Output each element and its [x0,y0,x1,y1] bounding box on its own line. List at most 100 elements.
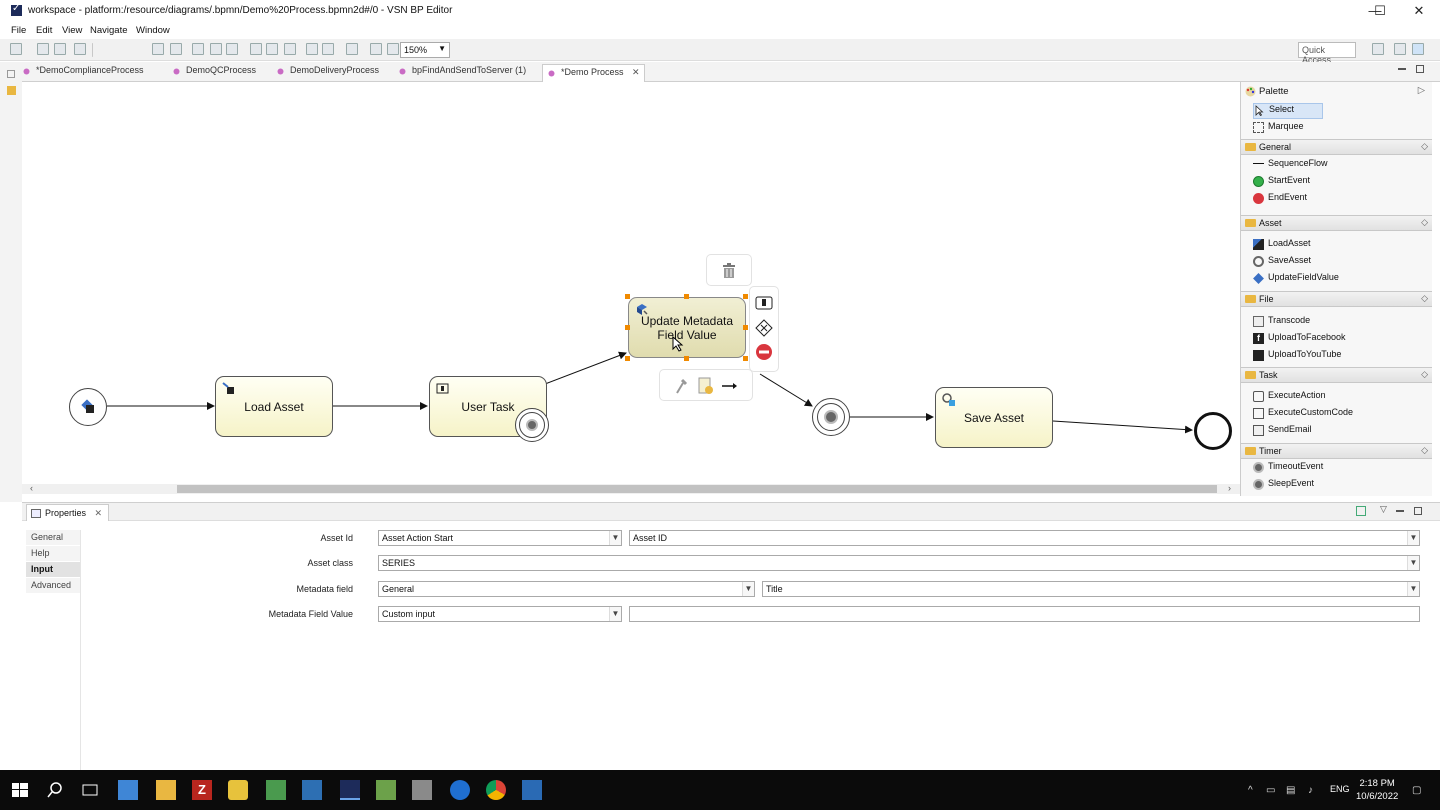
palette-drawer-asset[interactable]: Asset ◇ [1241,215,1432,231]
menu-file[interactable]: File [11,25,27,36]
zoom-out-icon[interactable] [370,43,382,55]
copy-icon[interactable] [152,43,164,55]
menu-navigate[interactable]: Navigate [90,25,128,36]
end-event-icon[interactable] [755,343,773,361]
asset-class-select[interactable]: SERIES ▼ [378,555,1420,571]
align-center-icon[interactable] [210,43,222,55]
tab-properties[interactable]: Properties ✕ [26,504,110,521]
zoom-in-icon[interactable] [387,43,399,55]
collapse-icon[interactable] [346,43,358,55]
palette-item-loadasset[interactable]: LoadAsset [1253,238,1311,254]
scroll-left-icon[interactable]: ‹ [30,483,33,493]
end-event[interactable] [1194,412,1232,450]
intermediate-timer-event[interactable] [812,398,850,436]
perspective-icon[interactable] [1394,43,1406,55]
volume-icon[interactable]: ♪ [1308,785,1313,796]
task-save-asset[interactable]: Save Asset [935,387,1053,448]
palette-item-executeaction[interactable]: ExecuteAction [1253,390,1326,406]
app-icon[interactable] [266,780,286,800]
palette-collapse-icon[interactable]: ▷ [1417,85,1425,96]
metadata-field-value-select[interactable]: Custom input ▼ [378,606,622,622]
resize-handle-sw[interactable] [625,356,630,361]
gateway-icon[interactable] [755,319,773,337]
notepad-icon[interactable] [376,780,396,800]
file-manager-icon[interactable] [118,780,138,800]
close-icon[interactable]: ✕ [94,508,103,518]
menu-edit[interactable]: Edit [36,25,53,36]
match-width-icon[interactable] [306,43,318,55]
metadata-field-value-input[interactable] [629,606,1420,622]
task-view-icon[interactable] [80,780,100,800]
tab-bp-find-and-send-to-server[interactable]: bpFindAndSendToServer (1) [398,65,526,81]
start-event[interactable] [69,388,107,426]
match-height-icon[interactable] [322,43,334,55]
tab-demo-compliance-process[interactable]: *DemoComplianceProcess [22,65,144,81]
vsn-editor-icon[interactable] [340,780,360,800]
resize-handle-e[interactable] [743,325,748,330]
user-task-icon[interactable] [755,296,773,310]
scroll-thumb[interactable] [177,485,1217,493]
tray-app-icon[interactable]: ▭ [1266,785,1276,796]
minimize-view-icon[interactable] [1398,68,1406,70]
resize-handle-ne[interactable] [743,294,748,299]
tab-demo-delivery-process[interactable]: DemoDeliveryProcess [276,65,379,81]
asset-id-select[interactable]: Asset Action Start ▼ [378,530,622,546]
palette-item-sequenceflow[interactable]: SequenceFlow [1253,158,1328,174]
section-input[interactable]: Input [26,562,80,578]
windows-start-icon[interactable] [10,780,30,800]
align-top-icon[interactable] [250,43,262,55]
chrome-icon[interactable] [486,780,506,800]
palette-item-timeoutevent[interactable]: TimeoutEvent [1253,461,1323,477]
palette-item-uploadtofacebook[interactable]: f UploadToFacebook [1253,332,1346,348]
palette-item-saveasset[interactable]: SaveAsset [1253,255,1311,271]
clock[interactable]: 2:18 PM 10/6/2022 [1356,777,1398,803]
maximize-view-icon[interactable] [1416,65,1424,73]
zoom-combo[interactable]: 150% ▼ [400,42,450,58]
align-middle-icon[interactable] [266,43,278,55]
section-advanced[interactable]: Advanced [26,578,80,594]
open-perspective-icon[interactable] [1372,43,1384,55]
palette-item-sleepevent[interactable]: SleepEvent [1253,478,1314,494]
resize-handle-s[interactable] [684,356,689,361]
section-general[interactable]: General [26,530,80,546]
flow-update-to-timer[interactable] [759,373,813,407]
palette-tool-select[interactable]: Select [1253,103,1323,119]
align-bottom-icon[interactable] [284,43,296,55]
arrow-right-icon[interactable] [722,382,738,390]
save-all-icon[interactable] [54,43,66,55]
close-icon[interactable]: ✕ [632,67,640,77]
maximize-button[interactable]: ☐ [1374,3,1386,18]
align-right-icon[interactable] [226,43,238,55]
palette-item-sendemail[interactable]: SendEmail [1253,424,1312,440]
maximize-view-icon[interactable] [1414,507,1422,515]
app-icon[interactable] [302,780,322,800]
tray-chevron-icon[interactable]: ^ [1248,785,1253,796]
text-annotation-icon[interactable] [698,377,714,395]
filezilla-icon[interactable]: Z [192,780,212,800]
tab-demo-qc-process[interactable]: DemoQCProcess [172,65,256,81]
app-icon[interactable] [412,780,432,800]
flow-user-to-update[interactable] [544,351,627,385]
task-load-asset[interactable]: Load Asset [215,376,333,437]
menu-window[interactable]: Window [136,25,170,36]
tab-demo-process[interactable]: *Demo Process ✕ [542,64,645,82]
palette-item-executecustomcode[interactable]: ExecuteCustomCode [1253,407,1353,423]
close-button[interactable]: ✕ [1413,3,1425,18]
pin-icon[interactable] [1356,506,1366,516]
app-icon[interactable] [228,780,248,800]
paste-icon[interactable] [170,43,182,55]
task-user-task[interactable]: User Task [429,376,547,437]
package-icon[interactable] [7,86,16,95]
metadata-field-name-select[interactable]: Title ▼ [762,581,1420,597]
palette-item-updatefieldvalue[interactable]: UpdateFieldValue [1253,272,1339,288]
bp-perspective-icon[interactable] [1412,43,1424,55]
new-icon[interactable] [10,43,22,55]
open-icon[interactable] [74,43,86,55]
minimize-button[interactable]: — [1368,3,1382,18]
quick-access-input[interactable]: Quick Access [1298,42,1356,65]
palette-item-endevent[interactable]: EndEvent [1253,192,1307,208]
palette-drawer-file[interactable]: File ◇ [1241,291,1432,307]
palette-drawer-timer[interactable]: Timer ◇ [1241,443,1432,459]
